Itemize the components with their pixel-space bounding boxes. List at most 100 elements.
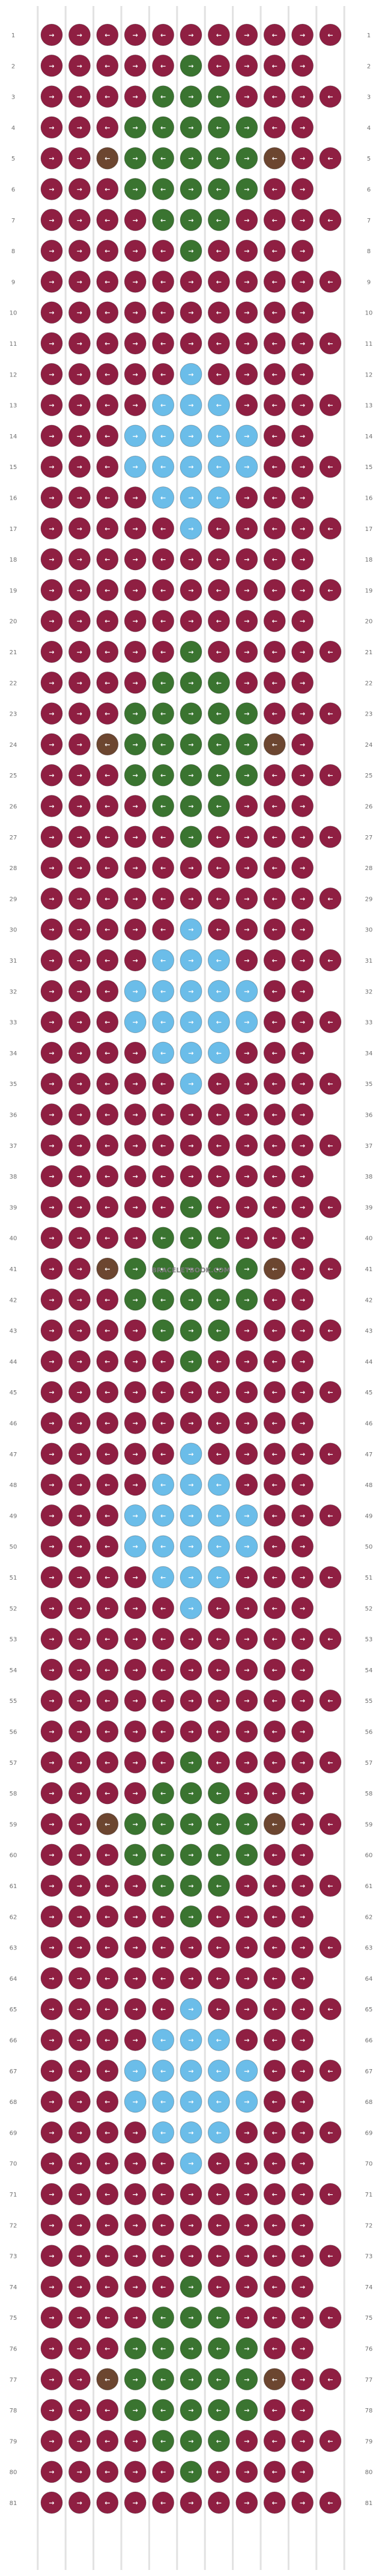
knot xyxy=(263,2337,286,2360)
knot xyxy=(180,1041,202,1064)
knot-arrow: ← xyxy=(160,1882,166,1890)
knot-arrow: → xyxy=(77,62,82,70)
knot xyxy=(180,1751,202,1774)
knot-arrow: → xyxy=(133,2067,138,2075)
knot xyxy=(152,2152,175,2175)
knot xyxy=(207,2337,230,2360)
knot-arrow: → xyxy=(188,525,193,533)
knot xyxy=(124,795,147,817)
knot xyxy=(152,85,175,108)
knot xyxy=(96,2213,119,2236)
row-label-right: 64 xyxy=(365,1976,373,1983)
knot xyxy=(152,2275,175,2298)
knot xyxy=(40,856,63,879)
knot-arrow: → xyxy=(188,2160,193,2168)
knot xyxy=(152,918,175,941)
knot-arrow: → xyxy=(244,2345,249,2353)
knot-arrow: ← xyxy=(272,1265,277,1273)
knot-arrow: → xyxy=(133,586,138,594)
knot xyxy=(291,2491,314,2514)
knot-arrow: ← xyxy=(216,1111,222,1119)
knot xyxy=(40,486,63,509)
knot-arrow: → xyxy=(300,1851,305,1859)
knot xyxy=(152,1535,175,1558)
knot xyxy=(96,394,119,417)
knot-arrow: ← xyxy=(327,1019,333,1026)
knot xyxy=(68,671,91,694)
knot-arrow: ← xyxy=(160,1080,166,1088)
knot-arrow: → xyxy=(133,2437,138,2445)
knot-arrow: → xyxy=(77,679,82,687)
knot-arrow: → xyxy=(77,586,82,594)
knot-arrow: ← xyxy=(160,2037,166,2044)
knot-arrow: → xyxy=(300,2314,305,2322)
knot-arrow: → xyxy=(244,124,249,132)
knot-arrow: ← xyxy=(160,525,166,533)
knot-arrow: ← xyxy=(327,2437,333,2445)
knot-arrow: ← xyxy=(272,1820,277,1828)
knot-arrow: → xyxy=(188,1913,193,1921)
knot-arrow: ← xyxy=(216,370,222,378)
knot-arrow: → xyxy=(49,1265,54,1273)
knot-arrow: → xyxy=(244,2314,249,2322)
knot-arrow: ← xyxy=(272,2468,277,2476)
knot-arrow: → xyxy=(49,1234,54,1242)
knot xyxy=(207,2461,230,2483)
knot-arrow: → xyxy=(77,833,82,841)
knot-arrow: ← xyxy=(327,31,333,39)
knot xyxy=(68,1720,91,1743)
row-label-right: 35 xyxy=(365,1081,373,1088)
knot-arrow: → xyxy=(300,186,305,194)
knot xyxy=(180,301,202,324)
knot-arrow: → xyxy=(77,1789,82,1797)
knot xyxy=(68,2213,91,2236)
knot-arrow: → xyxy=(188,2499,193,2507)
knot-arrow: → xyxy=(244,1789,249,1797)
knot-arrow: → xyxy=(49,1358,54,1366)
knot-arrow: → xyxy=(188,648,193,656)
knot-arrow: ← xyxy=(327,957,333,964)
knot xyxy=(152,1874,175,1897)
knot-arrow: ← xyxy=(327,895,333,903)
knot xyxy=(207,2152,230,2175)
row-label-right: 62 xyxy=(365,1914,373,1921)
knot-arrow: → xyxy=(77,1234,82,1242)
knot-arrow: → xyxy=(244,402,249,409)
knot xyxy=(152,1566,175,1589)
knot-arrow: → xyxy=(188,679,193,687)
knot-arrow: → xyxy=(133,1019,138,1026)
knot-arrow: → xyxy=(133,2314,138,2322)
knot-arrow: → xyxy=(188,1420,193,1428)
knot-arrow: → xyxy=(188,463,193,471)
knot xyxy=(152,2429,175,2452)
knot xyxy=(235,517,258,540)
knot xyxy=(235,1227,258,1250)
knot xyxy=(40,980,63,1002)
knot-arrow: → xyxy=(188,340,193,348)
knot xyxy=(40,1381,63,1403)
knot-arrow: → xyxy=(49,31,54,39)
knot-arrow: ← xyxy=(216,1049,222,1057)
knot-arrow: ← xyxy=(272,370,277,378)
knot-arrow: ← xyxy=(160,2129,166,2136)
knot-arrow: → xyxy=(188,2468,193,2476)
knot-arrow: → xyxy=(77,1604,82,1612)
knot xyxy=(235,1751,258,1774)
row-label-right: 33 xyxy=(365,1020,373,1026)
knot xyxy=(124,517,147,540)
knot-arrow: → xyxy=(133,556,138,563)
knot-arrow: ← xyxy=(272,1728,277,1736)
knot xyxy=(291,363,314,385)
knot-arrow: → xyxy=(49,2005,54,2013)
knot xyxy=(291,1812,314,1835)
knot-arrow: ← xyxy=(105,1636,110,1643)
knot-arrow: ← xyxy=(327,2252,333,2260)
knot xyxy=(124,1874,147,1897)
knot xyxy=(207,610,230,633)
knot xyxy=(291,1720,314,1743)
knot-arrow: → xyxy=(77,2129,82,2136)
knot xyxy=(291,1473,314,1496)
knot-arrow: → xyxy=(77,2345,82,2353)
knot-arrow: → xyxy=(300,402,305,409)
knot xyxy=(235,1812,258,1835)
